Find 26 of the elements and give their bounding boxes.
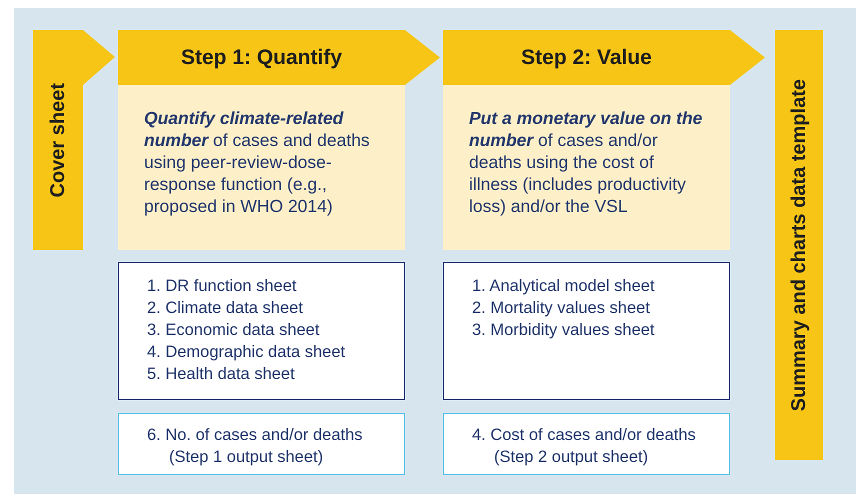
list-item: 3. Morbidity values sheet [472, 320, 656, 341]
list-item: 1. DR function sheet [147, 276, 298, 297]
sheet-list-box [118, 262, 405, 400]
step-heading: Step 1: Quantify [180, 46, 342, 70]
chevron-bar [33, 30, 115, 250]
description-box [118, 85, 405, 250]
description-box [443, 85, 730, 250]
output-box [443, 413, 730, 475]
step-heading: Step 2: Value [521, 46, 652, 70]
sheet-label: Summary and charts data template [788, 78, 810, 412]
description-text: Put a monetary value on the number of cases and/or deaths using the cost of illness (includes productivity loss) and/or the VSL [469, 107, 704, 217]
chevron-header [118, 30, 440, 85]
list-item: 4. Cost of cases and/or deaths (Step 2 output sheet) [472, 425, 697, 468]
output-box [118, 413, 405, 475]
sheet-list-box [443, 262, 730, 400]
list-item: 4. Demographic data sheet [147, 342, 346, 363]
list-item: 1. Analytical model sheet [472, 276, 656, 297]
list-item: 6. No. of cases and/or deaths (Step 1 output sheet) [147, 425, 364, 468]
sheet-label: Cover sheet [46, 82, 70, 198]
list-item: 2. Climate data sheet [147, 298, 304, 319]
list-item: 2. Mortality values sheet [472, 298, 651, 319]
list-item: 5. Health data sheet [147, 364, 296, 385]
description-text: Quantify climate-related number of cases and deaths using peer-review-dose-response function (e.g., proposed in WHO 2014) [144, 107, 371, 217]
list-item: 3. Economic data sheet [147, 320, 320, 341]
chevron-header [443, 30, 765, 85]
vertical-bar [775, 30, 823, 460]
